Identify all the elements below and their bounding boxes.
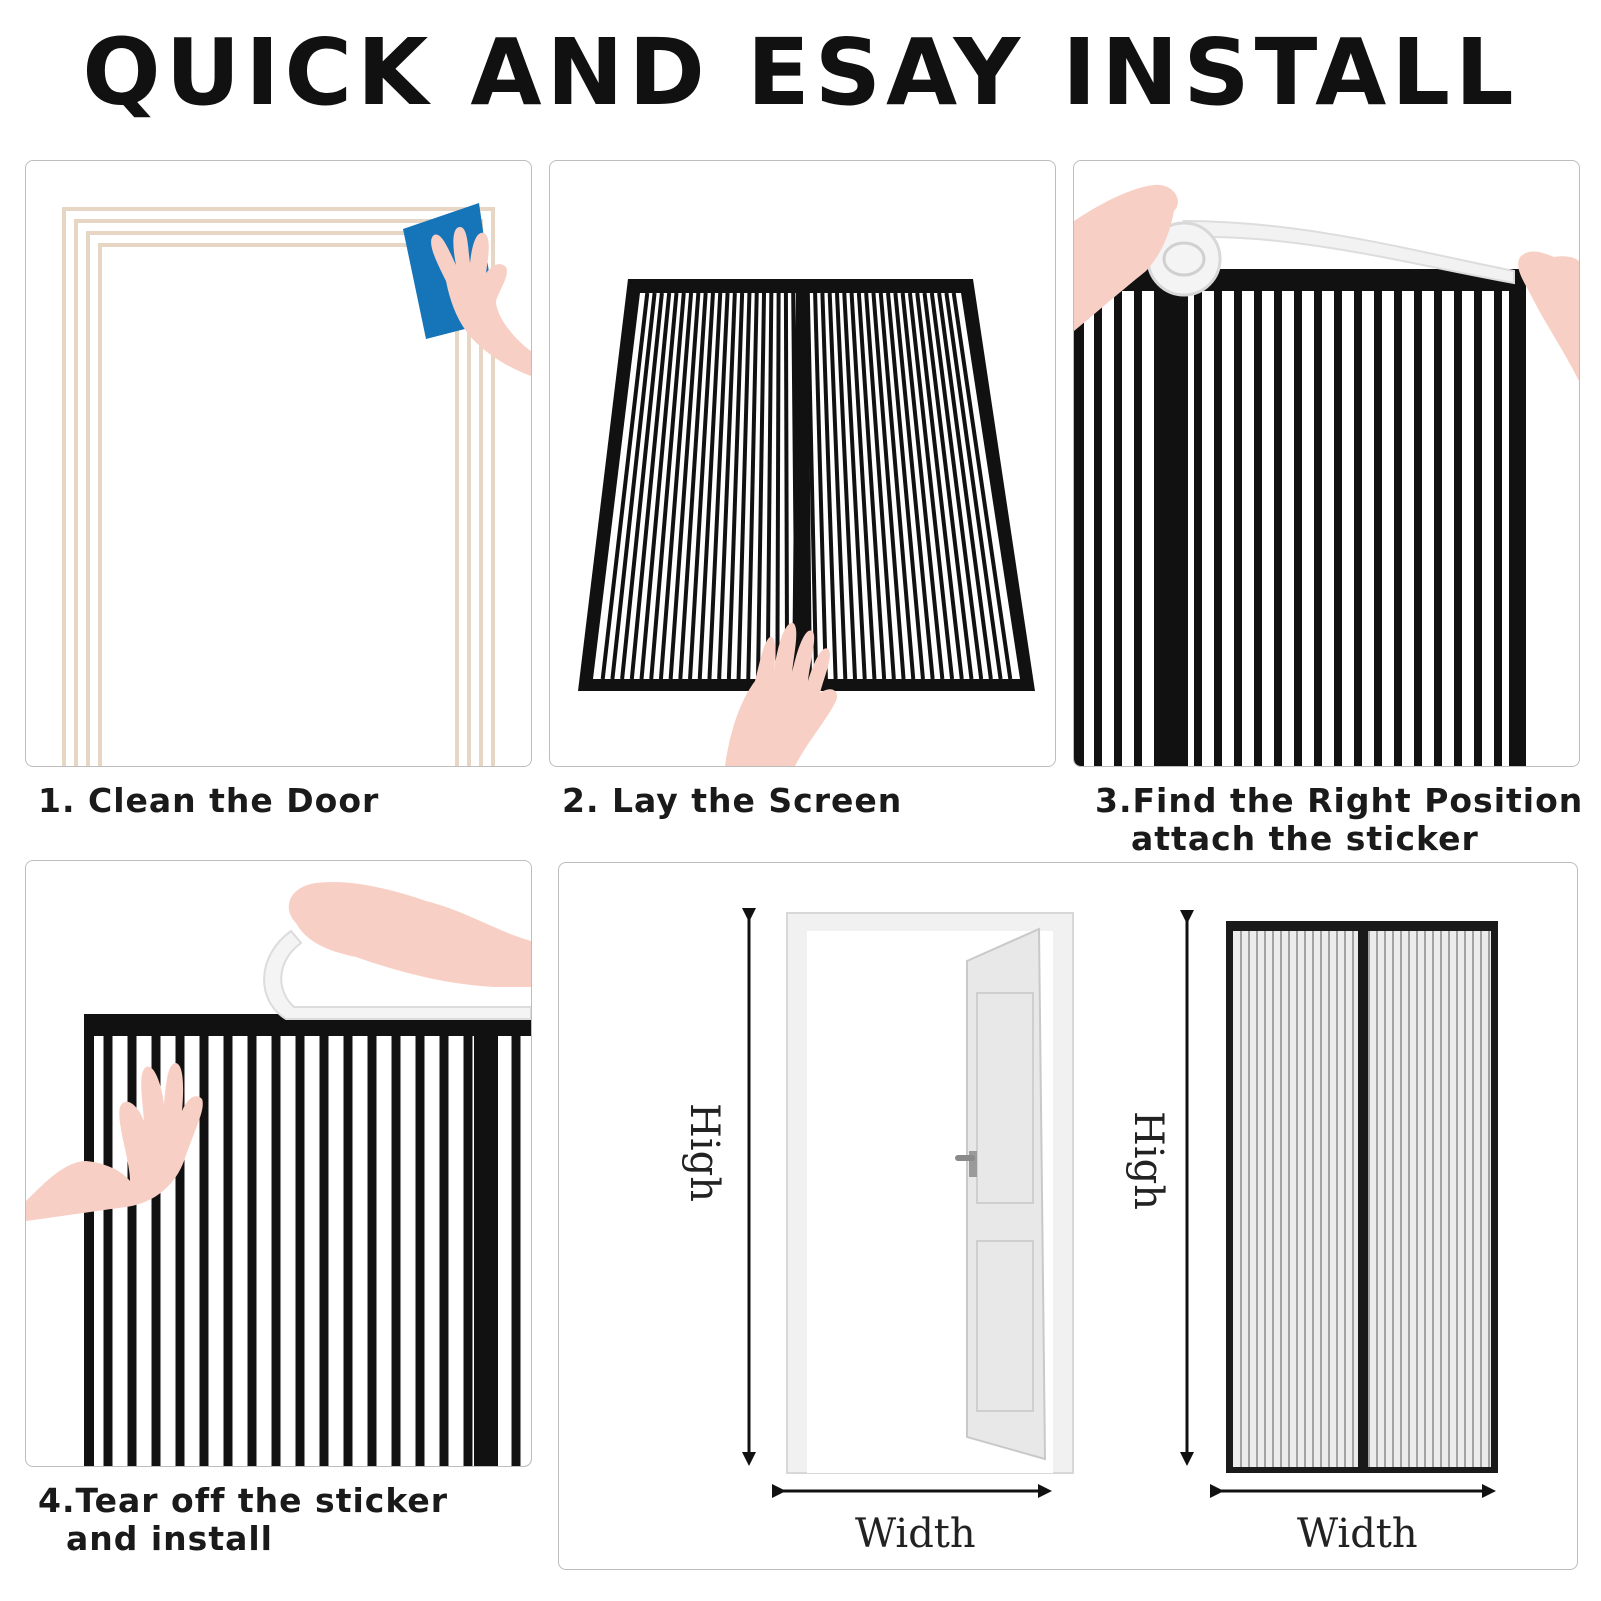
hand-icon — [725, 622, 838, 766]
mesh-stripe — [856, 292, 887, 680]
screen-stripes — [1094, 291, 1502, 766]
mesh-stripe — [805, 292, 819, 680]
mesh-stripe — [871, 292, 906, 680]
mesh-stripe — [864, 292, 896, 680]
mesh-stripe — [717, 292, 737, 680]
screen-height-label: High — [1125, 1111, 1171, 1210]
left-hand-icon — [1074, 184, 1178, 331]
mesh-stripe — [639, 292, 679, 680]
step-4-panel — [25, 860, 532, 1467]
sticker-attach-illustration — [1074, 184, 1579, 766]
mesh-stripe — [827, 292, 848, 680]
right-hand-icon — [1518, 251, 1579, 381]
hand-icon — [431, 227, 531, 376]
mesh-stripe — [893, 292, 935, 680]
screen-center-seam — [792, 279, 812, 691]
step-2-caption-line1: 2. Lay the Screen — [562, 781, 903, 820]
mesh-stripe — [900, 292, 945, 680]
door-frame-illustration — [62, 203, 531, 766]
mesh-stripe — [820, 292, 838, 680]
mesh-stripe — [886, 292, 925, 680]
screen-illustration — [1226, 921, 1498, 1473]
sticker-strip-icon — [263, 929, 531, 1020]
mesh-stripe — [834, 292, 858, 680]
mesh-stripe — [878, 292, 916, 680]
tape-roll-icon — [1146, 219, 1515, 297]
door-frame-outline — [62, 207, 495, 766]
mesh-stripe — [649, 292, 686, 680]
mesh-stripe — [849, 292, 877, 680]
door-upper-panel — [976, 992, 1034, 1204]
mesh-stripe — [929, 292, 984, 680]
door-height-label: High — [681, 1103, 727, 1202]
mesh-stripe — [610, 292, 657, 680]
door-handle-icon — [955, 1151, 977, 1177]
mesh-stripe — [922, 292, 974, 680]
measurement-illustration: High Width High Width — [681, 908, 1498, 1557]
mesh-stripe — [755, 292, 767, 680]
screen-center-seam — [1358, 921, 1368, 1473]
step-3-panel — [1073, 160, 1580, 767]
screen-center-seam — [1162, 269, 1188, 766]
mesh-stripe — [765, 292, 774, 680]
mesh-stripe — [629, 292, 672, 680]
step-1-panel — [25, 160, 532, 767]
open-door — [966, 927, 1047, 1461]
mesh-stripe — [726, 292, 745, 680]
mesh-stripe — [813, 292, 828, 680]
mesh-stripe — [937, 292, 993, 680]
mesh-stripe — [775, 292, 781, 680]
step-2-caption: 2. Lay the Screen — [562, 782, 902, 820]
step-4-caption: 4.Tear off the sticker and install — [38, 1482, 448, 1558]
right-hand-icon — [288, 881, 531, 987]
measurement-panel: High Width High Width — [558, 862, 1578, 1570]
step-4-caption-line1: 4.Tear off the sticker — [38, 1481, 449, 1520]
left-hand-icon — [26, 1063, 203, 1221]
step-1-caption-line1: 1. Clean the Door — [38, 781, 380, 820]
screen-center-seam — [474, 1014, 498, 1466]
step-2-panel — [549, 160, 1056, 767]
door-lower-panel — [976, 1240, 1034, 1412]
mesh-stripe — [944, 292, 1003, 680]
mesh-stripe — [783, 292, 790, 680]
sticker-tear-illustration — [26, 881, 531, 1466]
mesh-stripe — [600, 292, 650, 680]
step-1-caption: 1. Clean the Door — [38, 782, 379, 820]
step-3-caption-line1: 3.Find the Right Position — [1095, 781, 1584, 820]
mesh-stripe — [707, 292, 730, 680]
step-3-caption: 3.Find the Right Position attach the sti… — [1095, 782, 1583, 858]
step-3-caption-line2: attach the sticker — [1131, 819, 1479, 858]
page-title: QUICK AND ESAY INSTALL — [82, 19, 1519, 126]
mesh-stripe — [736, 292, 752, 680]
mesh-stripe — [842, 292, 867, 680]
screen-laying-illustration — [578, 279, 1035, 766]
screen-stripes — [600, 292, 1013, 680]
mesh-stripe — [688, 292, 715, 680]
mesh-stripe — [668, 292, 701, 680]
mesh-stripe — [915, 292, 964, 680]
mesh-stripe — [746, 292, 759, 680]
step-4-caption-line2: and install — [66, 1519, 273, 1558]
door-width-label: Width — [855, 1511, 976, 1557]
mesh-stripe — [697, 292, 723, 680]
mesh-stripe — [620, 292, 664, 680]
screen-stripes — [1240, 931, 1490, 1467]
mesh-stripe — [678, 292, 708, 680]
screen-width-label: Width — [1297, 1511, 1418, 1557]
mesh-stripe — [907, 292, 955, 680]
doorway-illustration — [786, 912, 1074, 1474]
mesh-stripe — [951, 292, 1013, 680]
mesh-stripe — [658, 292, 694, 680]
